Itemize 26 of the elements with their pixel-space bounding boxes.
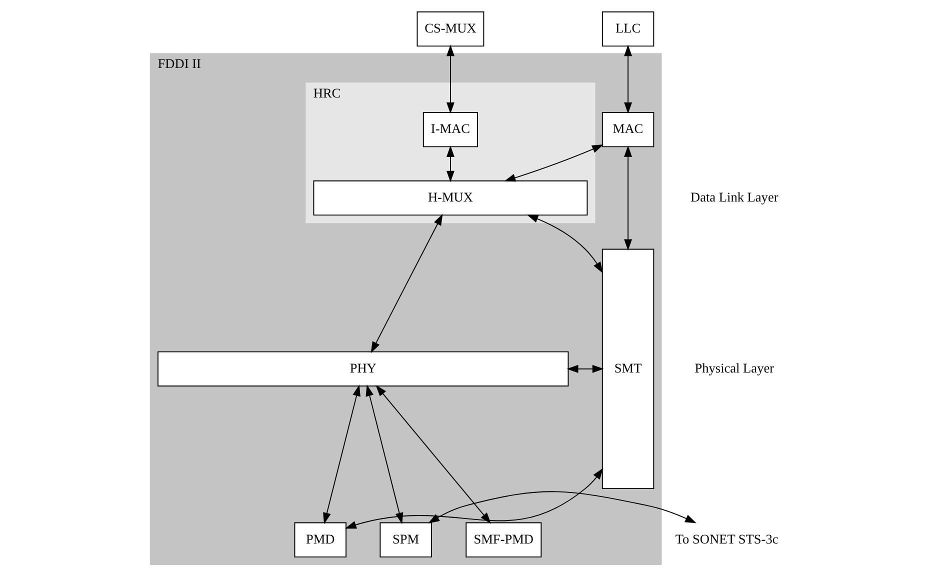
node-box: I-MAC — [422, 112, 478, 148]
arrow — [322, 384, 360, 524]
arrow — [365, 384, 403, 524]
node-box: CS-MUX — [416, 11, 484, 47]
arrow — [375, 384, 491, 524]
node-box: SMT — [601, 248, 654, 490]
arrow — [344, 468, 603, 529]
label: Data Link Layer — [690, 190, 778, 205]
arrow — [526, 214, 603, 274]
label: Physical Layer — [694, 360, 774, 376]
node-text: To SONET STS-3c — [674, 531, 778, 546]
node-box: PHY — [157, 351, 568, 386]
node-box: LLC — [601, 11, 654, 47]
arrow — [446, 44, 454, 114]
arrow — [446, 146, 454, 182]
arrow — [624, 145, 632, 251]
node-box: SPM — [379, 522, 432, 558]
node-box: H-MUX — [312, 180, 588, 216]
arrow — [504, 144, 603, 182]
arrow — [624, 44, 632, 114]
node-box: SMF-PMD — [465, 522, 542, 558]
node-box: MAC — [601, 112, 654, 148]
node-box: PMD — [294, 522, 346, 558]
arrow — [566, 364, 604, 373]
arrow — [428, 491, 696, 524]
arrow — [370, 214, 442, 354]
